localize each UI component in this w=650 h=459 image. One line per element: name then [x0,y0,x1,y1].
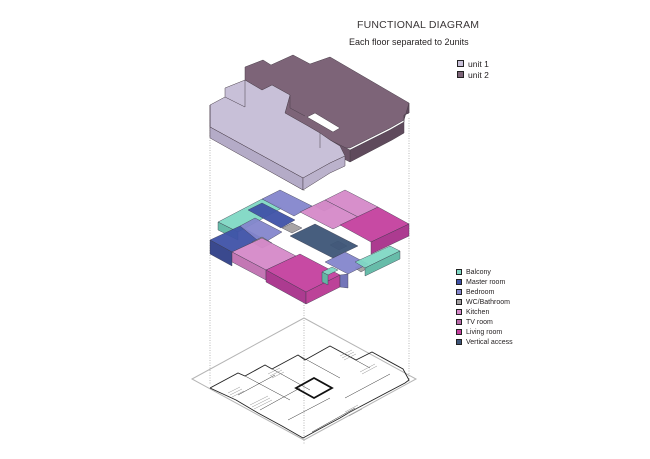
legend-item-living-room: Living room [456,327,513,337]
legend-item-wc-bathroom: WC/Bathroom [456,297,513,307]
legend-item-unit-2: unit 2 [457,69,489,80]
unit-legend: unit 1 unit 2 [457,58,489,80]
diagram-title: FUNCTIONAL DIAGRAM [357,19,480,31]
legend-item-tv-room: TV room [456,317,513,327]
legend-label: unit 1 [468,58,489,69]
balcony-swatch [456,269,462,275]
legend-label: Living room [466,328,503,336]
master-room-swatch [456,279,462,285]
legend-item-master-room: Master room [456,277,513,287]
diagram-subtitle: Each floor separated to 2units [349,37,469,47]
kitchen-swatch [456,309,462,315]
legend-item-bedroom: Bedroom [456,287,513,297]
bedroom-swatch [456,289,462,295]
legend-label: Vertical access [466,338,513,346]
living-room-swatch [456,329,462,335]
legend-label: Balcony [466,268,491,276]
legend-label: WC/Bathroom [466,298,510,306]
floor-plan-layer [190,317,418,441]
legend-item-balcony: Balcony [456,267,513,277]
legend-label: unit 2 [468,69,489,80]
unit-division-layer [209,54,410,191]
unit-1-swatch [457,60,464,67]
unit-2-swatch [457,71,464,78]
legend-label: Master room [466,278,506,286]
room-legend: Balcony Master room Bedroom WC/Bathroom … [456,267,513,347]
legend-label: Bedroom [466,288,495,296]
vertical-access-swatch [456,339,462,345]
legend-item-kitchen: Kitchen [456,307,513,317]
legend-item-vertical-access: Vertical access [456,337,513,347]
legend-label: Kitchen [466,308,490,316]
wc-bathroom-swatch [456,299,462,305]
legend-item-unit-1: unit 1 [457,58,489,69]
tv-room-swatch [456,319,462,325]
legend-label: TV room [466,318,493,326]
functional-zones-layer [209,189,410,305]
